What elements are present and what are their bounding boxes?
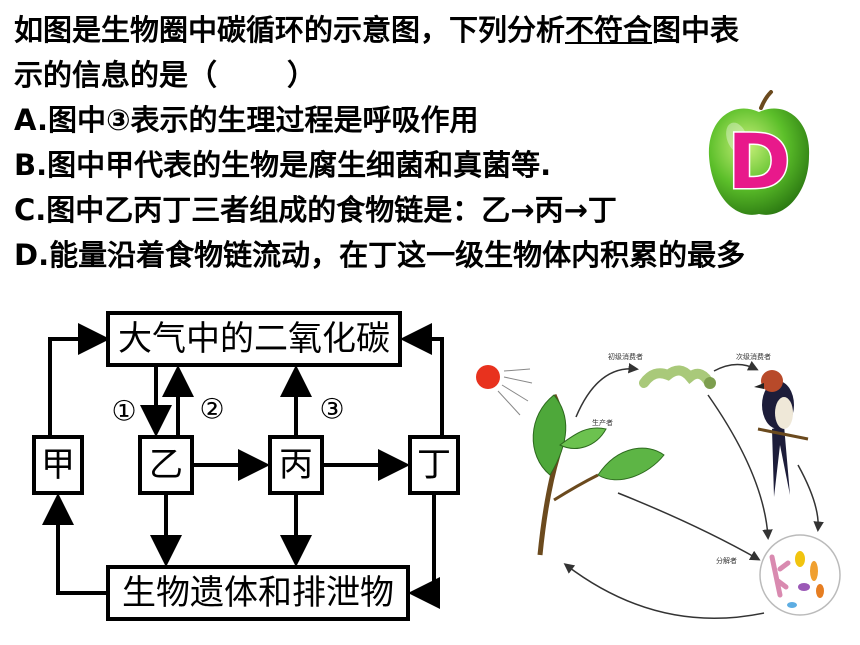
arrow-ding-to-remains bbox=[408, 493, 440, 609]
process-label-3: ③ bbox=[319, 393, 344, 426]
question-line-1: 如图是生物圈中碳循环的示意图，下列分析不符合图中表 bbox=[14, 8, 854, 53]
node-ding: 丁 bbox=[417, 445, 451, 485]
question-line-2: 示的信息的是（ ） bbox=[14, 53, 854, 98]
arrow-remains-to-jia bbox=[42, 493, 108, 595]
decomposer-microbe-icon bbox=[759, 534, 841, 616]
node-box-jia bbox=[32, 435, 84, 495]
arrow-producer-to-decomposer bbox=[617, 492, 761, 561]
label-producer: 生产者 bbox=[592, 418, 613, 427]
question-stem-part1: 如图是生物圈中碳循环的示意图，下列分析 bbox=[14, 13, 566, 47]
arrow-secondary-to-decomposer bbox=[797, 464, 824, 532]
arrow-decomposer-to-producer bbox=[563, 563, 765, 619]
apple-stem-icon bbox=[759, 90, 773, 110]
option-b: B.图中甲代表的生物是腐生细菌和真菌等. bbox=[14, 148, 552, 182]
arrow-ding-to-atmosphere bbox=[400, 323, 444, 437]
sun-icon bbox=[476, 365, 533, 416]
node-yi: 乙 bbox=[149, 445, 183, 485]
question-stem-part2: 图中表 bbox=[652, 13, 740, 47]
node-jia: 甲 bbox=[41, 445, 75, 485]
process-label-2: ② bbox=[199, 393, 224, 426]
process-label-1: ① bbox=[111, 395, 136, 428]
label-primary-consumer: 初级消费者 bbox=[608, 352, 643, 361]
question-block: 如图是生物圈中碳循环的示意图，下列分析不符合图中表 示的信息的是（ ） A.图中③… bbox=[14, 8, 854, 278]
arrow-producer-to-primary bbox=[575, 362, 639, 418]
caterpillar-icon bbox=[639, 365, 716, 389]
question-stem-underlined: 不符合 bbox=[565, 13, 653, 47]
label-decomposer: 分解者 bbox=[716, 556, 737, 565]
producer-plant-icon bbox=[532, 393, 665, 556]
option-a: A.图中③表示的生理过程是呼吸作用 bbox=[14, 103, 479, 137]
answer-letter: D bbox=[727, 117, 790, 206]
node-bing: 丙 bbox=[279, 445, 313, 485]
option-d: D.能量沿着食物链流动，在丁这一级生物体内积累的最多 bbox=[14, 238, 746, 272]
arrow-primary-to-secondary bbox=[713, 360, 759, 372]
remains-label: 生物遗体和排泄物 bbox=[122, 573, 394, 613]
carbon-cycle-diagram: 大气中的二氧化碳 生物遗体和排泄物 甲 乙 丙 丁 ① ② ③ bbox=[32, 311, 460, 621]
option-c: C.图中乙丙丁三者组成的食物链是：乙→丙→丁 bbox=[14, 193, 617, 227]
arrow-jia-to-atmosphere bbox=[48, 323, 110, 437]
question-stem-line2-a: 示的信息的是（ bbox=[14, 58, 218, 92]
atmosphere-label: 大气中的二氧化碳 bbox=[118, 319, 390, 359]
question-stem-line2-b: ） bbox=[287, 58, 317, 92]
arrow-primary-to-decomposer bbox=[707, 394, 773, 540]
swallow-bird-icon bbox=[754, 370, 809, 497]
ecosystem-illustration: 初级消费者 次级消费者 生产者 分解者 bbox=[476, 352, 841, 619]
apple-body-icon bbox=[708, 108, 810, 215]
answer-apple: D bbox=[708, 90, 810, 215]
label-secondary-consumer: 次级消费者 bbox=[736, 352, 771, 361]
